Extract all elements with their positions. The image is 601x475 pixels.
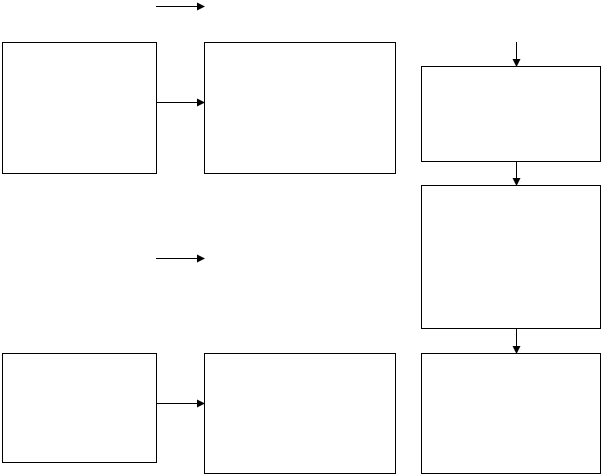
arrow-right-1-to-right-2 xyxy=(512,162,521,186)
arrow-top-standalone xyxy=(156,2,205,11)
arrow-right-2-to-right-3 xyxy=(512,329,521,354)
box-right-1 xyxy=(421,66,601,162)
arrow-middle-standalone xyxy=(156,254,205,263)
box-left-bottom xyxy=(2,353,157,463)
box-mid-bottom xyxy=(204,353,396,474)
box-right-3 xyxy=(421,353,601,474)
box-mid-top xyxy=(204,42,396,174)
arrow-left-bottom-to-mid-bottom xyxy=(157,399,205,408)
box-right-2 xyxy=(421,185,601,329)
arrow-into-right-1 xyxy=(512,42,521,67)
arrow-left-top-to-mid-top xyxy=(157,98,205,107)
box-left-top xyxy=(2,42,157,174)
